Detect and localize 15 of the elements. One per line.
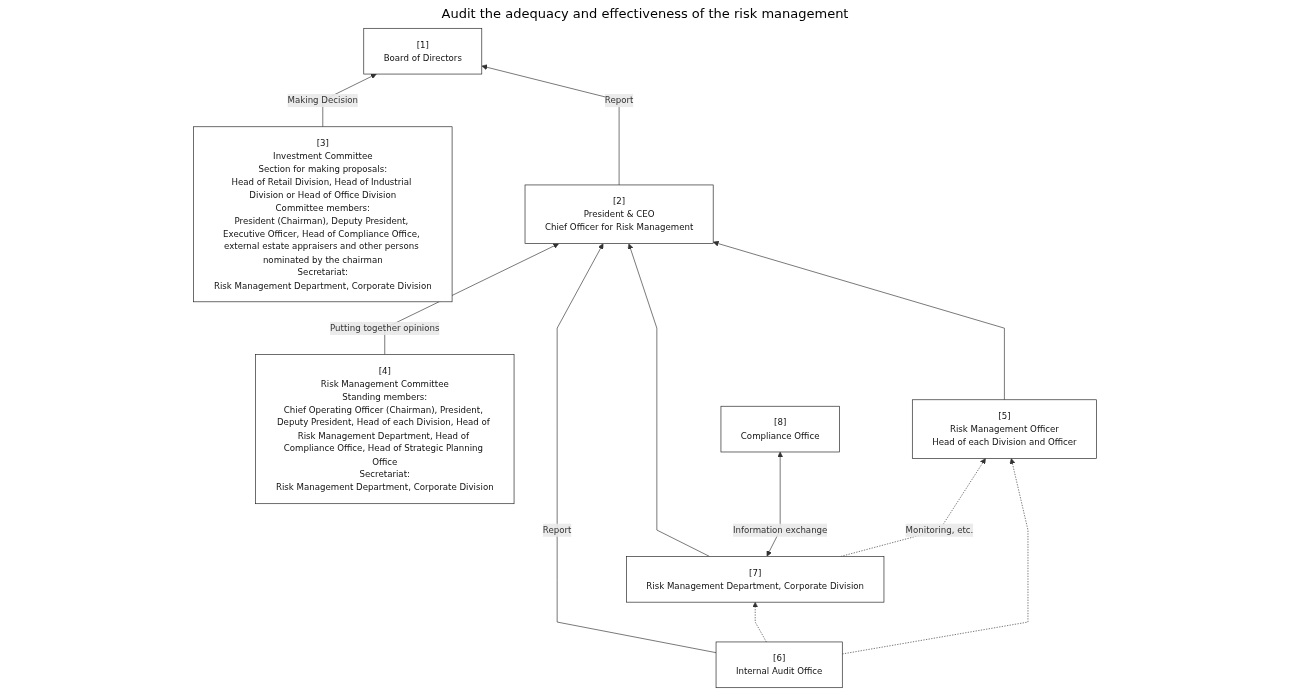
edge-label: Monitoring, etc.	[905, 524, 974, 535]
note-text: Audit the adequacy and effectiveness of the risk management	[441, 6, 849, 21]
edge-label: Putting together opinions	[330, 323, 440, 333]
node-box: [2] President & CEO Chief Officer for Risk Management	[524, 184, 714, 244]
node-box: [3] Investment Committee Section for making proposals: Head of Retail Division, Head of Industrial Division or Head of Office Division Committee members: President (Chairman), Deputy President, Executive Officer, Head of Compliance Office, external estate appraisers and other persons nominated by the chairman Secretariat: Risk Management Department, Corporate Division	[193, 126, 453, 303]
edge-label: Making Decision	[287, 95, 359, 106]
edge-label: Report	[542, 524, 572, 535]
node-box: [8] Compliance Office	[720, 405, 840, 453]
node-box: [4] Risk Management Committee Standing members: Chief Operating Officer (Chairman), President, Deputy President, Head of each Division, Head of Risk Management Department, Head of Compliance Office, Head of Strategic Planning Office Secretariat: Risk Management Department, Corporate Division	[255, 354, 515, 505]
edge-label: Information exchange	[732, 524, 828, 535]
node-box: [6] Internal Audit Office	[715, 641, 843, 689]
node-box: [7] Risk Management Department, Corporate Division	[626, 556, 885, 603]
node-box: [5] Risk Management Officer Head of each Division and Officer	[911, 399, 1097, 459]
edge-label: Report	[604, 95, 634, 106]
node-box: [1] Board of Directors	[363, 27, 483, 75]
